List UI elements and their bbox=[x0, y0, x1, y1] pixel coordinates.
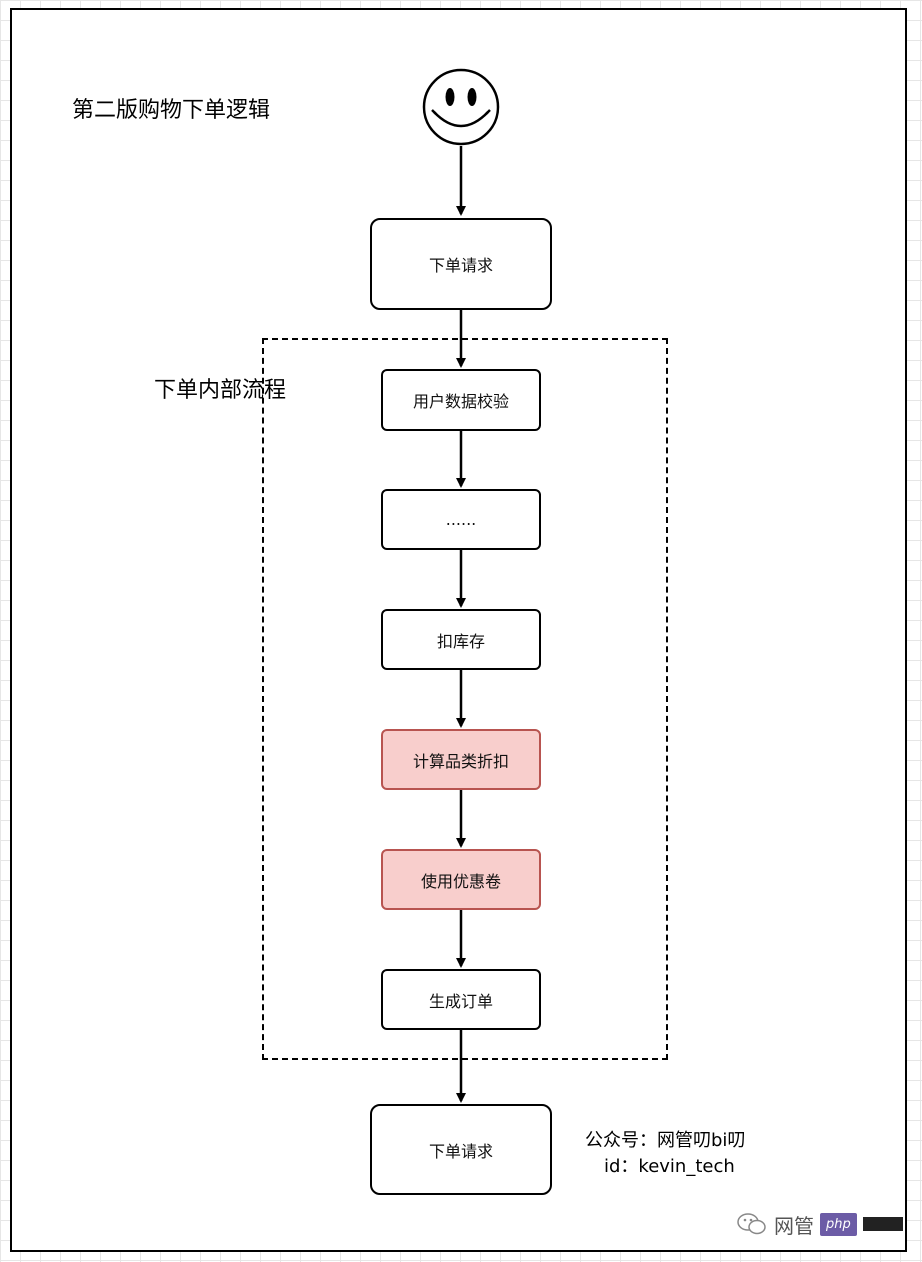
internal-process-group bbox=[262, 338, 668, 1060]
node-user-data-check: 用户数据校验 bbox=[381, 369, 541, 431]
smiley-start-icon bbox=[422, 68, 500, 146]
credit-id: id：kevin_tech bbox=[604, 1156, 735, 1177]
watermark-dark-bar bbox=[862, 1217, 903, 1231]
watermark-text: 网管 bbox=[774, 1213, 814, 1238]
node-use-coupon: 使用优惠卷 bbox=[381, 849, 541, 910]
node-order-request-top: 下单请求 bbox=[370, 218, 552, 310]
node-ellipsis: ...... bbox=[381, 489, 541, 550]
credit-account: 公众号：网管叨bi叨 bbox=[585, 1130, 746, 1151]
node-category-discount: 计算品类折扣 bbox=[381, 729, 541, 790]
watermark: 网管 php bbox=[736, 1206, 903, 1242]
wechat-icon bbox=[737, 1213, 766, 1235]
group-label: 下单内部流程 bbox=[154, 378, 287, 403]
node-create-order: 生成订单 bbox=[381, 969, 541, 1030]
php-badge: php bbox=[820, 1212, 857, 1236]
node-order-request-bottom: 下单请求 bbox=[370, 1104, 552, 1195]
node-deduct-inventory: 扣库存 bbox=[381, 609, 541, 670]
diagram-title: 第二版购物下单逻辑 bbox=[72, 98, 271, 123]
